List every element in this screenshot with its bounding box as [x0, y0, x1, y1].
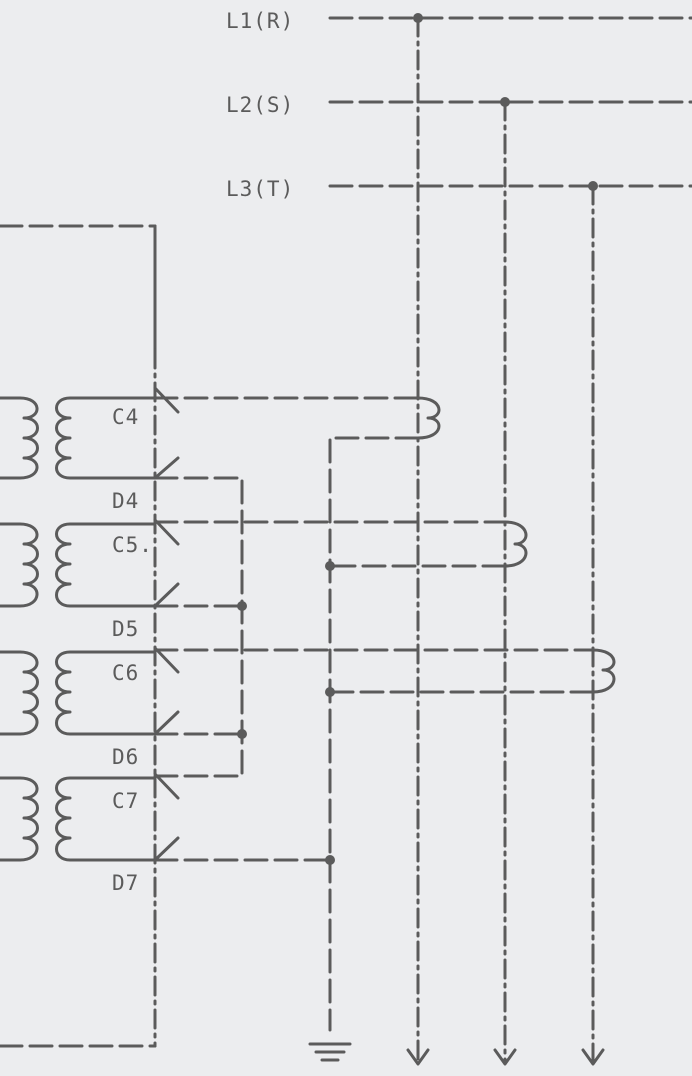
ground-icon	[308, 1042, 352, 1062]
junction-dot	[325, 687, 335, 697]
junction-dot	[325, 561, 335, 571]
junction-dot	[325, 855, 335, 865]
arrow-down-icon	[493, 1048, 517, 1066]
phase-label-l2: L2(S)	[226, 93, 294, 117]
junction-dot	[237, 601, 247, 611]
contact-label-c7: C7	[112, 789, 139, 813]
contact-label-d4: D4	[112, 489, 139, 513]
secondary-winding-group	[55, 396, 157, 862]
phase-label-l1: L1(R)	[226, 9, 294, 33]
contact-label-c6: C6	[112, 661, 139, 685]
contact-label-d5: D5	[112, 617, 139, 641]
return-lines	[153, 436, 595, 1032]
junction-dot	[237, 729, 247, 739]
contact-label-c5: C5.	[112, 533, 153, 557]
contact-label-d7: D7	[112, 871, 139, 895]
contact-switches	[153, 386, 180, 862]
contact-label-d6: D6	[112, 745, 139, 769]
contact-label-c4: C4	[112, 405, 139, 429]
contact-bus	[153, 476, 244, 778]
arrow-down-icon	[406, 1048, 430, 1066]
current-transformer-coils	[153, 396, 616, 694]
left-winding-group	[0, 396, 39, 862]
phase-label-l3: L3(T)	[226, 177, 294, 201]
arrow-down-icon	[581, 1048, 605, 1066]
